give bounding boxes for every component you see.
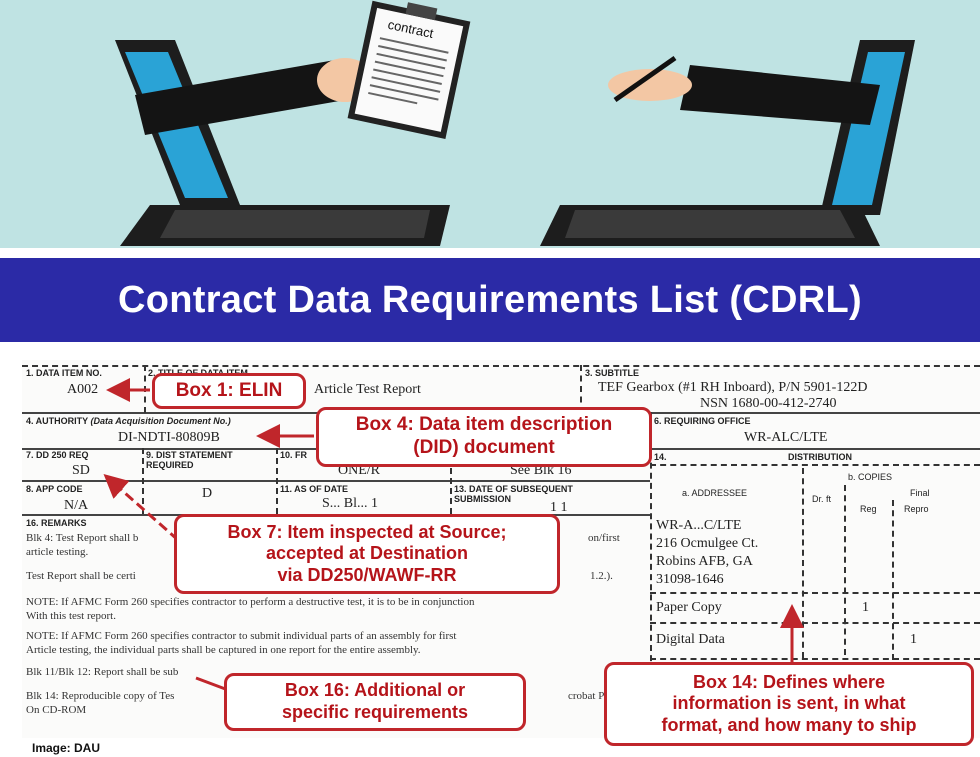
address-line3: Robins AFB, GA	[656, 554, 753, 569]
box3-value-line2: NSN 1680-00-412-2740	[700, 396, 837, 411]
banner-title: Contract Data Requirements List (CDRL)	[117, 278, 863, 321]
box16-callout: Box 16: Additional or specific requireme…	[224, 673, 526, 731]
repro-label: Repro	[904, 504, 929, 514]
form-divider	[580, 365, 582, 413]
form-divider	[650, 464, 980, 466]
box4-callout: Box 4: Data item description (DID) docum…	[316, 407, 652, 467]
box4-label: 4. AUTHORITY (Data Acquisition Document …	[26, 416, 231, 426]
box8-value: N/A	[64, 498, 89, 513]
box2-value: Article Test Report	[314, 382, 421, 397]
box7-label: 7. DD 250 REQ	[26, 450, 89, 460]
box6-value: WR-ALC/LTE	[744, 430, 828, 445]
right-arm	[680, 65, 880, 125]
box7-callout: Box 7: Item inspected at Source; accepte…	[174, 514, 560, 594]
remark-line: article testing.	[26, 546, 89, 558]
box7-callout-line2: accepted at Destination	[265, 543, 469, 564]
box14-callout-line2: information is sent, in what	[672, 693, 906, 714]
clipboard-icon: contract	[347, 0, 471, 139]
final-label: Final	[910, 488, 930, 498]
right-laptop-screen	[832, 52, 905, 205]
form-divider	[276, 448, 278, 514]
digital-data-label: Digital Data	[656, 632, 725, 647]
form-divider	[142, 448, 144, 514]
paper-copy-reg: 1	[862, 600, 869, 615]
form-divider	[892, 500, 894, 660]
copies-label: b. COPIES	[848, 472, 893, 482]
box10-label: 10. FR	[280, 450, 308, 460]
address-line4: 31098-1646	[656, 572, 724, 587]
box13-value: 1 1	[550, 500, 568, 515]
box9-value: D	[202, 486, 213, 501]
box14-callout-line1: Box 14: Defines where	[692, 671, 886, 692]
remark-line: With this test report.	[26, 610, 116, 622]
box9-label-line2: REQUIRED	[146, 460, 194, 470]
reg-label: Reg	[860, 504, 877, 514]
box7-callout-line3: via DD250/WAWF-RR	[277, 564, 457, 585]
image-credit: Image: DAU	[32, 741, 101, 755]
remark-line: Article testing, the individual parts sh…	[26, 644, 421, 656]
form-divider	[22, 365, 980, 367]
form-divider	[650, 412, 652, 732]
box4-callout-line2: (DID) document	[413, 437, 555, 458]
draft-label: Dr. ft	[812, 494, 832, 504]
box16-callout-line1: Box 16: Additional or	[284, 680, 466, 701]
form-divider	[802, 468, 804, 658]
box6-label: 6. REQUIRING OFFICE	[654, 416, 751, 426]
distribution-label: DISTRIBUTION	[788, 452, 852, 462]
box3-label: 3. SUBTITLE	[585, 368, 640, 378]
box7-callout-line1: Box 7: Item inspected at Source;	[227, 521, 507, 542]
address-line1: WR-A...C/LTE	[656, 518, 742, 533]
box11-value: S... Bl... 1	[322, 496, 379, 511]
box3-value-line1: TEF Gearbox (#1 RH Inboard), P/N 5901-12…	[598, 380, 868, 395]
box14-callout-line3: format, and how many to ship	[661, 714, 917, 735]
remark-line: NOTE: If AFMC Form 260 specifies contrac…	[26, 630, 457, 642]
remark-line: 1.2.).	[590, 570, 613, 582]
contract-illustration: contract	[0, 0, 980, 248]
remark-line: Test Report shall be certi	[26, 570, 136, 582]
form-divider	[450, 448, 452, 514]
address-line2: 216 Ocmulgee Ct.	[656, 536, 759, 551]
box9-label-line1: 9. DIST STATEMENT	[146, 450, 233, 460]
remark-line: on/first	[588, 532, 620, 544]
form-divider	[650, 658, 980, 660]
box14-label: 14.	[654, 452, 667, 462]
remark-line: On CD-ROM	[26, 704, 87, 716]
box4-callout-line1: Box 4: Data item description	[355, 414, 613, 436]
box16-arrow	[195, 676, 229, 692]
addressee-label: a. ADDRESSEE	[682, 488, 748, 498]
box1-label: 1. DATA ITEM NO.	[26, 368, 102, 378]
remark-line: Blk 11/Blk 12: Report shall be sub	[26, 666, 179, 678]
box13-label-line2: SUBMISSION	[454, 494, 512, 504]
left-arm	[135, 60, 345, 135]
remark-line: NOTE: If AFMC Form 260 specifies contrac…	[26, 596, 475, 608]
box13-label-line1: 13. DATE OF SUBSEQUENT	[454, 484, 573, 494]
form-divider	[22, 480, 650, 482]
box8-label: 8. APP CODE	[26, 484, 83, 494]
box16-callout-line2: specific requirements	[281, 702, 469, 722]
form-divider	[844, 485, 846, 655]
title-banner: Contract Data Requirements List (CDRL)	[0, 258, 980, 342]
box7-value: SD	[72, 463, 90, 478]
paper-copy-label: Paper Copy	[656, 600, 722, 615]
box1-callout-text: Box 1: ELIN	[175, 379, 283, 401]
box14-callout: Box 14: Defines where information is sen…	[604, 662, 974, 746]
box16-label: 16. REMARKS	[26, 518, 87, 528]
remark-line: Blk 4: Test Report shall b	[26, 532, 139, 544]
laptops-handshake-illustration: contract	[115, 0, 915, 246]
form-divider	[650, 622, 980, 624]
pen-icon	[613, 55, 677, 103]
box1-callout: Box 1: ELIN	[152, 373, 306, 409]
box11-label: 11. AS OF DATE	[280, 484, 349, 494]
remark-line: Blk 14: Reproducible copy of Tes	[26, 690, 175, 702]
box7-arrow	[103, 474, 179, 542]
form-divider	[650, 592, 980, 594]
digital-data-repro: 1	[910, 632, 917, 647]
box4-value: DI-NDTI-80809B	[118, 430, 220, 445]
box1-value: A002	[67, 382, 99, 397]
